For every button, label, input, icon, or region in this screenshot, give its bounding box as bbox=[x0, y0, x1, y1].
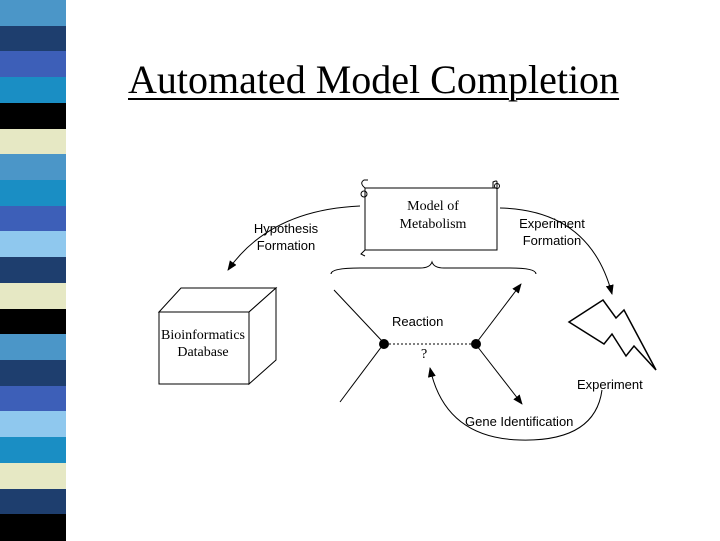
database-cube bbox=[157, 286, 278, 386]
stripe-block bbox=[0, 334, 66, 361]
stripe-block bbox=[0, 205, 66, 233]
arrow-to-experiment bbox=[499, 207, 614, 295]
stripe-block bbox=[0, 360, 66, 387]
slide-title: Automated Model Completion bbox=[128, 57, 620, 102]
arrow-to-hypothesis bbox=[227, 205, 361, 271]
decorative-stripe bbox=[0, 0, 66, 541]
stripe-block bbox=[0, 25, 66, 53]
stripe-block bbox=[0, 257, 66, 284]
experiment-formation-line2: Formation bbox=[523, 233, 582, 248]
stripe-block bbox=[0, 102, 66, 130]
stripe-block bbox=[0, 462, 66, 490]
gene-identification-label: Gene Identification bbox=[465, 414, 573, 429]
stripe-block bbox=[0, 308, 66, 336]
product-node bbox=[471, 339, 481, 349]
arrow-gene-identification bbox=[427, 367, 603, 441]
stripe-block bbox=[0, 437, 66, 464]
product-out-bottom bbox=[476, 345, 523, 405]
model-label-line2: Metabolism bbox=[400, 217, 467, 232]
database-label-line1: Bioinformatics bbox=[161, 328, 245, 343]
substrate-node bbox=[379, 339, 389, 349]
database-label-line2: Database bbox=[177, 345, 228, 360]
hypothesis-label-line2: Formation bbox=[257, 238, 316, 253]
scroll-shape bbox=[360, 179, 500, 257]
stripe-block bbox=[0, 411, 66, 439]
lightning-icon bbox=[567, 298, 657, 371]
stripe-block bbox=[0, 51, 66, 79]
experiment-label: Experiment bbox=[577, 377, 643, 392]
stripe-block bbox=[0, 385, 66, 413]
stripe-block bbox=[0, 488, 66, 516]
curly-brace bbox=[330, 260, 537, 275]
substrate-in-top bbox=[333, 289, 383, 342]
hypothesis-label-line1: Hypothesis bbox=[254, 221, 319, 236]
stripe-block bbox=[0, 77, 66, 104]
stripe-block bbox=[0, 0, 66, 27]
stripe-block bbox=[0, 180, 66, 207]
model-label-line1: Model of bbox=[407, 199, 459, 214]
stripe-block bbox=[0, 128, 66, 156]
stripe-block bbox=[0, 231, 66, 259]
reaction-label: Reaction bbox=[392, 314, 443, 329]
stripe-block bbox=[0, 514, 66, 541]
substrate-in-bottom bbox=[339, 345, 383, 403]
question-mark: ? bbox=[421, 347, 427, 362]
product-out-top bbox=[476, 283, 522, 343]
stripe-block bbox=[0, 154, 66, 181]
stripe-block bbox=[0, 282, 66, 310]
